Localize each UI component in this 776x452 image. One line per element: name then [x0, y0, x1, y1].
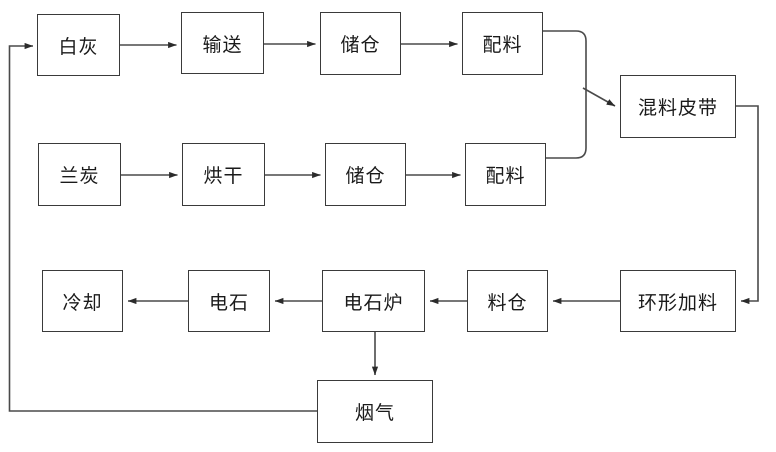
node-chucang-top[interactable]: 储仓	[320, 12, 401, 75]
node-label: 配料	[482, 35, 523, 56]
node-baihui[interactable]: 白灰	[37, 14, 120, 76]
node-label: 环形加料	[637, 292, 718, 314]
node-label: 白灰	[58, 36, 99, 58]
node-shusong[interactable]: 输送	[181, 12, 264, 74]
node-peiliao-bottom[interactable]: 配料	[465, 143, 546, 206]
node-label: 料仓	[487, 292, 528, 314]
node-label: 输送	[202, 34, 243, 56]
node-label: 冷却	[62, 292, 103, 314]
node-label: 储仓	[345, 166, 386, 187]
node-peiliao-top[interactable]: 配料	[462, 12, 543, 75]
edge-merge-to-hunliaopidai	[582, 87, 616, 107]
node-label: 烟气	[354, 403, 395, 424]
node-label: 电石炉	[343, 292, 404, 314]
edge-peiliao2-merge-spine	[546, 89, 587, 159]
node-huanxingjialiao[interactable]: 环形加料	[620, 270, 736, 332]
node-label: 混料皮带	[637, 98, 718, 119]
node-chucang-bottom[interactable]: 储仓	[325, 143, 406, 206]
node-liaocang[interactable]: 料仓	[467, 270, 548, 332]
node-label: 兰炭	[59, 166, 100, 187]
node-dianshilu[interactable]: 电石炉	[322, 270, 425, 332]
node-label: 储仓	[340, 35, 381, 56]
node-yanqi[interactable]: 烟气	[317, 380, 433, 443]
node-label: 烘干	[203, 166, 244, 187]
node-hunliaopidai[interactable]: 混料皮带	[620, 75, 736, 138]
edge-hunliaopidai-to-huanxingjialiao	[736, 105, 759, 305]
edge-peiliao1-merge-spine	[543, 30, 587, 89]
node-lengque[interactable]: 冷却	[42, 270, 123, 332]
node-label: 配料	[485, 166, 526, 187]
node-lantan[interactable]: 兰炭	[38, 143, 121, 206]
node-label: 电石	[208, 292, 249, 314]
edge-yanqi-to-baihui	[8, 42, 317, 412]
node-honggan[interactable]: 烘干	[182, 143, 265, 206]
node-dianshi[interactable]: 电石	[188, 270, 270, 332]
